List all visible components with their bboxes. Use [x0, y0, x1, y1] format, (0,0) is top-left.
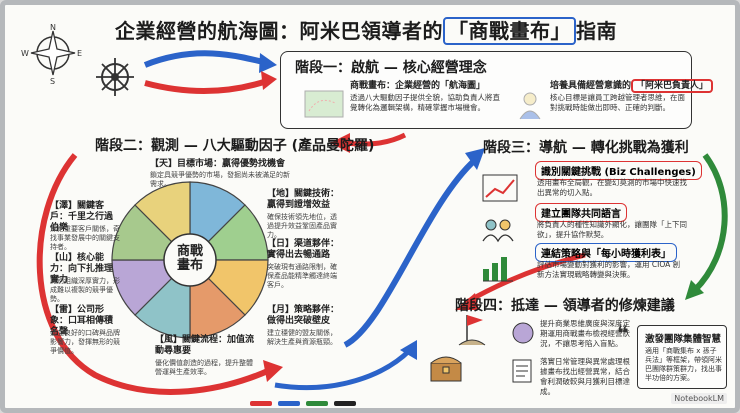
mandala-center-label: 商戰畫布 — [176, 244, 203, 273]
stage1-left-label: 商戰畫布：企業經營的「航海圖」 — [350, 81, 486, 91]
chart-icon — [482, 174, 518, 202]
team-icon — [482, 219, 514, 243]
factor-earth: 【地】關鍵技術：贏得到證增效益 — [267, 189, 340, 210]
stage1-right-label-prefix: 培養具備經營意識的 — [550, 81, 632, 91]
flow-arrows: N S E W — [21, 23, 728, 395]
blue-marker — [278, 401, 300, 406]
stage1-right-label-highlight: 「阿米巴負責人」 — [631, 79, 714, 93]
stage4-item2-desc: 落實日常管理與異常處理根據畫布找出經營異常，結合會利潤破較與月獲利目標達成。 — [540, 357, 630, 396]
stage3-title: 階段三：導航 — 轉化挑戰為獲利 — [483, 140, 689, 156]
stage1-title: 階段一：啟航 — 核心經營理念 — [295, 60, 487, 76]
stage1-box — [280, 51, 692, 129]
stage2-title: 階段二：觀測 — 八大驅動因子 (產品曼陀羅) — [95, 138, 375, 154]
stage3-item2-label: 建立團隊共同語言 — [535, 203, 627, 222]
treasure-chest-icon — [430, 356, 462, 382]
stage3-item3-label: 連結策略與「每小時獲利表」 — [535, 243, 677, 262]
stage3-item2-desc: 將負責人的種性知識外顯化，讓團隊「上下同欲」，提升協作默契。 — [537, 220, 687, 239]
brain-icon — [512, 322, 534, 344]
stage3-item3-desc: 評估市場變動對獲利的影響，運用 CIOA 創新方法實現戰略轉變與決策。 — [537, 260, 681, 279]
compass-icon: N S E W — [21, 23, 82, 86]
factor-sky-desc: 鎖定具競爭優勢的市場，發掘尚未被滿足的新需求。 — [150, 171, 290, 188]
stage4-item1-desc: 提升商業思維廣度與深度定期運用商戰畫布檢視經營狀況，不讓思考陷入盲點。 — [540, 319, 630, 348]
factor-mountain-desc: 識別組織深厚實力，形成難以複製的競爭優勢。 — [50, 277, 120, 303]
factor-sun-desc: 突破現有通路限制，確保產品能精準觸達終端客戶。 — [267, 263, 337, 289]
title-prefix: 企業經營的航海圖：阿米巴領導者的 — [115, 19, 443, 43]
svg-text:N: N — [50, 23, 56, 32]
factor-lake-desc: 深挖重要客戶關係，奇找事業發展中的關鍵支持者。 — [50, 225, 120, 251]
stage4-title: 階段四：抵達 — 領導者的修煉建議 — [455, 298, 675, 314]
flag-icon — [458, 315, 486, 346]
green-marker — [306, 401, 328, 406]
stage1-left-desc: 透過八大驅動因子提供全貌，協助負責人將直覺轉化為邏輯架構，精確掌握市場機會。 — [350, 93, 500, 112]
factor-thunder: 【雷】公司形象：口耳相傳積名聲 — [50, 305, 114, 337]
svg-text:E: E — [77, 49, 82, 58]
factor-lake: 【澤】關鍵客戶：千里之行過伯樂 — [50, 201, 114, 233]
factor-earth-desc: 確保技術領先地位，透過提升效益鞏固產品實力。 — [267, 213, 337, 239]
red-marker — [250, 401, 272, 406]
quote-mark-icon: ❝ — [617, 321, 629, 345]
stage1-right-desc: 核心目標是讓員工跨越管理者思維，在面對挑戰時能做出即時、正確的判斷。 — [550, 93, 685, 112]
stage3-item1-label: 識別關鍵挑戰 (Biz Challenges) — [535, 161, 702, 180]
quote-desc: 適用「商戰集布 x 孫子兵法」等框架，帶領阿米巴團隊群策群力，找出事半功倍的方案… — [645, 347, 722, 382]
factor-moon: 【月】策略夥伴：做得出突破壁皮 — [267, 305, 340, 326]
watermark: NotebookLM — [671, 393, 727, 404]
title-suffix: 指南 — [576, 19, 617, 43]
stage1-right-label: 培養具備經營意識的「阿米巴負責人」 — [550, 78, 714, 93]
factor-sky: 【天】目標市場：贏得優勢找機會 — [150, 159, 286, 169]
svg-text:W: W — [21, 49, 29, 58]
mandala-wheel — [111, 181, 269, 339]
report-icon — [512, 359, 532, 383]
quote-title: 激發團隊集體智慧 — [645, 334, 722, 345]
title-highlight: 「商戰畫布」 — [443, 17, 576, 45]
page-title: 企業經營的航海圖：阿米巴領導者的「商戰畫布」指南 — [115, 15, 617, 45]
factor-moon-desc: 建立穩健的盟友關係，解決生產與資源瓶頸。 — [267, 329, 337, 346]
factor-thunder-desc: 建立良好的口碑與品牌影響力，發揮無形的競爭價值。 — [50, 329, 120, 355]
quote-box — [637, 325, 727, 389]
bar-chart-icon — [483, 257, 513, 282]
factor-sun: 【日】渠道夥伴：實得出去暢通路 — [267, 239, 340, 260]
stage3-item1-desc: 透用畫布全局觀，在變幻莫測的市場中快速找出異常的切入點。 — [537, 178, 687, 197]
black-marker — [334, 401, 356, 406]
factor-wind: 【風】關鍵流程：加值流動尋惠要 — [155, 335, 255, 356]
marker-tray — [250, 400, 370, 408]
factor-wind-desc: 優化價值創造的過程，提升整體營運與生產效率。 — [155, 359, 253, 376]
ship-wheel-icon — [96, 58, 134, 96]
factor-mountain: 【山】核心能力：向下扎推理實力 — [50, 253, 114, 285]
svg-text:S: S — [50, 77, 55, 86]
